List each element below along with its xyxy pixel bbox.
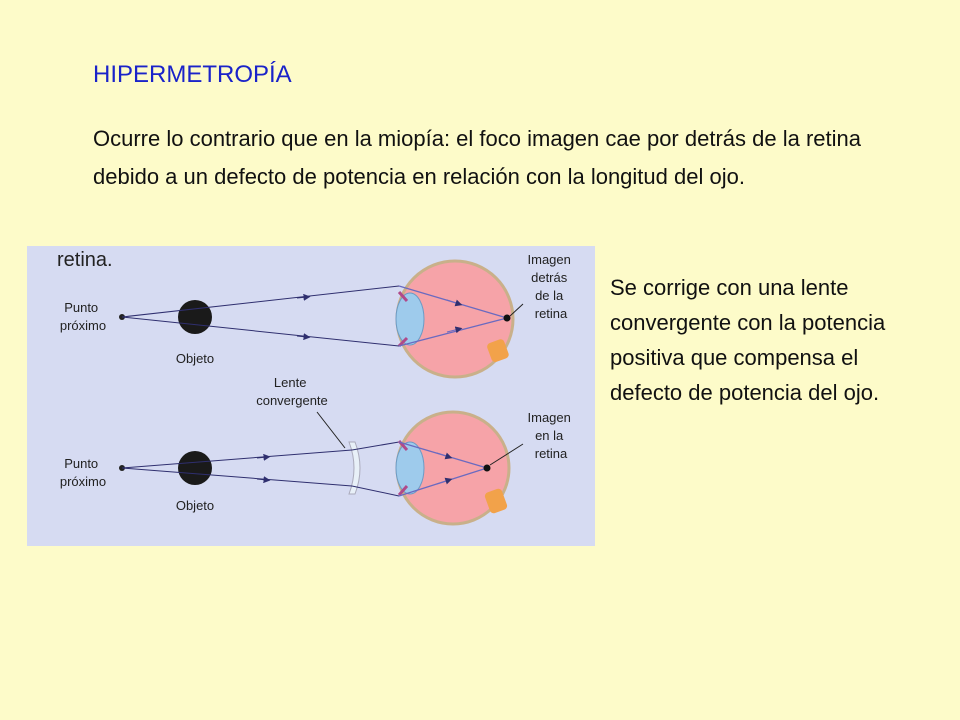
object-ball xyxy=(178,300,212,334)
bottom-diagram: Lente convergente Punto próximo Objeto xyxy=(60,375,575,526)
top-cut-label: retina. xyxy=(57,249,113,271)
intro-paragraph: Ocurre lo contrario que en la miopía: el… xyxy=(93,126,861,189)
bottom-eye-lens xyxy=(395,441,425,495)
top-optic-nerve xyxy=(487,339,509,363)
top-focus-point xyxy=(503,314,511,322)
slide-title: HIPERMETROPÍA xyxy=(93,61,292,88)
top-object-label: Objeto xyxy=(176,351,214,366)
bottom-focus-point xyxy=(483,464,491,472)
correction-paragraph: Se corrige con una lente convergente con… xyxy=(610,275,886,405)
top-eye-lens xyxy=(395,292,425,346)
bottom-point-label: Punto próximo xyxy=(60,456,106,489)
hyperopia-diagram: retina. Punto próximo Objeto xyxy=(27,246,595,546)
bottom-optic-nerve xyxy=(484,488,508,514)
lens-label: Lente convergente xyxy=(256,375,328,408)
top-image-label: Imagen detrás de la retina xyxy=(528,252,575,321)
diagram-svg: retina. Punto próximo Objeto xyxy=(57,249,575,526)
object-ball xyxy=(178,451,212,485)
bottom-image-label: Imagen en la retina xyxy=(528,410,575,461)
bottom-object-label: Objeto xyxy=(176,498,214,513)
top-point-label: Punto próximo xyxy=(60,300,106,333)
top-diagram: Punto próximo Objeto xyxy=(60,252,575,379)
converging-lens xyxy=(348,441,361,495)
